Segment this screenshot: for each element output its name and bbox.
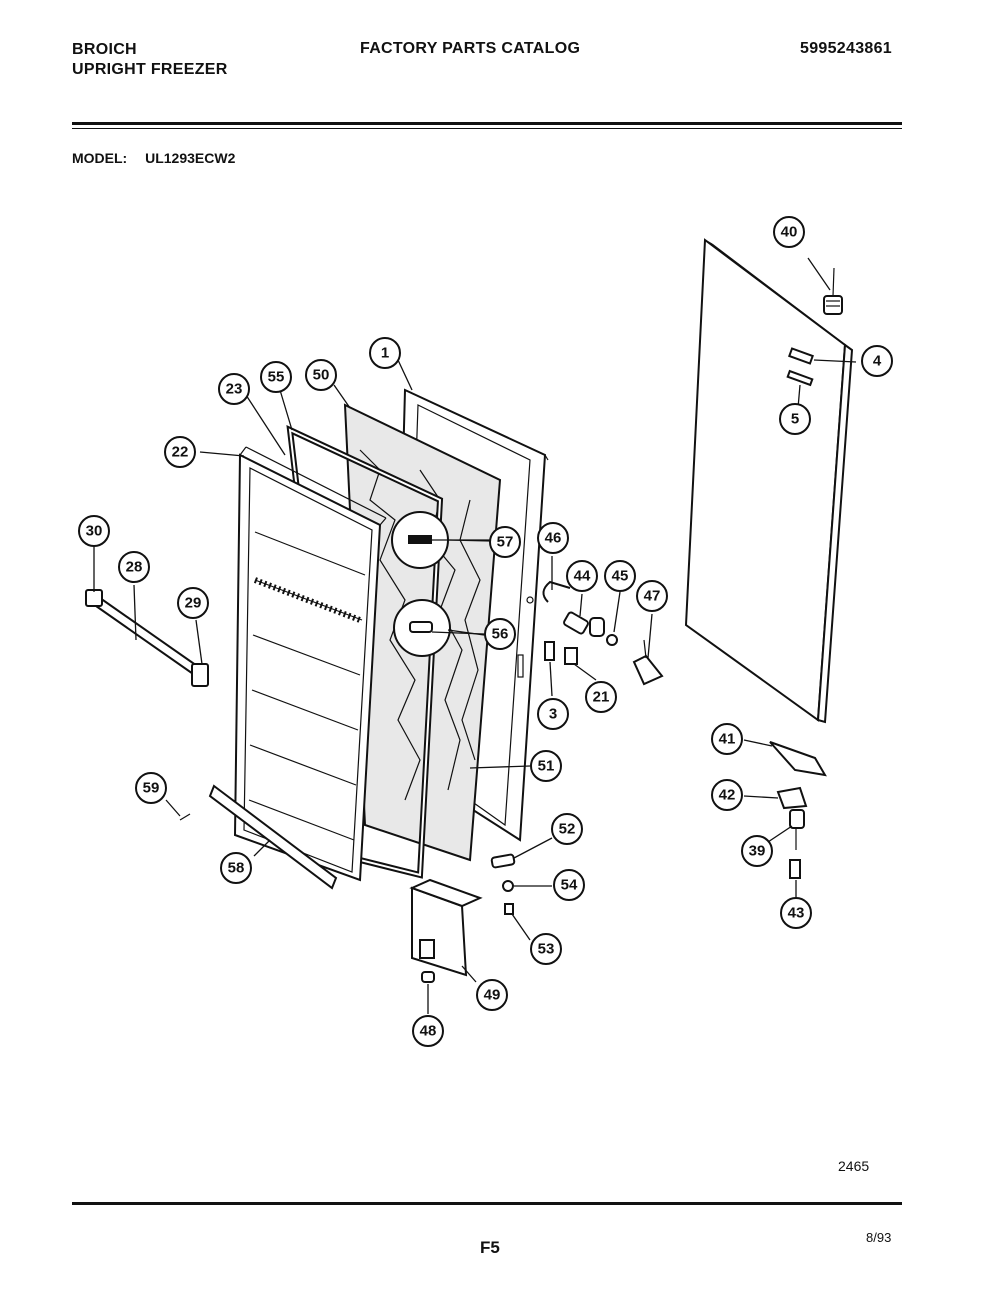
- callout-44: 44: [566, 560, 598, 592]
- callout-41: 41: [711, 723, 743, 755]
- callout-49: 49: [476, 979, 508, 1011]
- svg-text:57: 57: [497, 534, 514, 551]
- svg-text:52: 52: [559, 821, 576, 838]
- svg-text:59: 59: [143, 780, 160, 797]
- svg-text:46: 46: [545, 530, 562, 547]
- catalog-title: FACTORY PARTS CATALOG: [360, 40, 581, 57]
- callout-53: 53: [530, 933, 562, 965]
- callout-55: 55: [260, 361, 292, 393]
- svg-text:23: 23: [226, 381, 243, 398]
- callout-59: 59: [135, 772, 167, 804]
- model-label: MODEL:: [72, 150, 128, 166]
- callout-42: 42: [711, 779, 743, 811]
- svg-text:22: 22: [172, 444, 189, 461]
- callout-57: 57: [489, 526, 521, 558]
- callout-48: 48: [412, 1015, 444, 1047]
- svg-text:4: 4: [873, 353, 882, 370]
- callout-40: 40: [773, 216, 805, 248]
- svg-text:48: 48: [420, 1023, 437, 1040]
- callout-51: 51: [530, 750, 562, 782]
- page-number: F5: [480, 1238, 500, 1257]
- model-number: UL1293ECW2: [145, 150, 236, 166]
- svg-text:54: 54: [561, 877, 578, 894]
- callout-28: 28: [118, 551, 150, 583]
- header-left: BROICH UPRIGHT FREEZER: [72, 40, 228, 80]
- header-rule: [72, 122, 902, 125]
- inner-door-liner: [233, 446, 387, 882]
- svg-text:39: 39: [749, 843, 766, 860]
- svg-text:42: 42: [719, 787, 736, 804]
- callout-50: 50: [305, 359, 337, 391]
- bottom-bracket: [409, 878, 483, 983]
- kick-plate: [179, 784, 338, 890]
- product-name: UPRIGHT FREEZER: [72, 61, 228, 78]
- publication-number: 5995243861: [800, 40, 892, 57]
- svg-text:45: 45: [612, 568, 629, 585]
- callout-22: 22: [164, 436, 196, 468]
- callout-52: 52: [551, 813, 583, 845]
- callout-23: 23: [218, 373, 250, 405]
- screw-detail-lower: [393, 599, 485, 657]
- handle-hardware: [542, 580, 664, 686]
- hinge-washers: [490, 853, 516, 915]
- door-labels: [786, 347, 814, 387]
- svg-text:53: 53: [538, 941, 555, 958]
- svg-text:41: 41: [719, 731, 736, 748]
- svg-text:50: 50: [313, 367, 330, 384]
- svg-text:44: 44: [574, 568, 591, 585]
- footer-rule: [72, 1202, 902, 1205]
- small-clips: [544, 641, 578, 665]
- print-date: 8/93: [866, 1230, 892, 1245]
- svg-text:30: 30: [86, 523, 103, 540]
- top-hinge-bushing: [823, 267, 843, 315]
- svg-text:47: 47: [644, 588, 661, 605]
- callout-58: 58: [220, 852, 252, 884]
- brand-name: BROICH: [72, 41, 137, 58]
- callout-54: 54: [553, 869, 585, 901]
- callout-3: 3: [537, 698, 569, 730]
- svg-text:29: 29: [185, 595, 202, 612]
- svg-text:40: 40: [781, 224, 798, 241]
- figure-number: 2465: [838, 1158, 870, 1174]
- callout-29: 29: [177, 587, 209, 619]
- svg-text:55: 55: [268, 369, 285, 386]
- svg-text:51: 51: [538, 758, 555, 775]
- callout-46: 46: [537, 522, 569, 554]
- svg-text:58: 58: [228, 860, 245, 877]
- svg-text:49: 49: [484, 987, 501, 1004]
- svg-text:3: 3: [549, 706, 557, 723]
- callout-1: 1: [369, 337, 401, 369]
- svg-text:1: 1: [381, 345, 389, 362]
- callout-5: 5: [779, 403, 811, 435]
- leader-lines: [93, 257, 857, 1014]
- callout-4: 4: [861, 345, 893, 377]
- callout-56: 56: [484, 618, 516, 650]
- callout-45: 45: [604, 560, 636, 592]
- svg-text:28: 28: [126, 559, 143, 576]
- door-shelf-bar: [85, 589, 209, 687]
- header-rule-thin: [72, 128, 902, 129]
- callout-43: 43: [780, 897, 812, 929]
- svg-text:56: 56: [492, 626, 509, 643]
- callout-47: 47: [636, 580, 668, 612]
- callout-21: 21: [585, 681, 617, 713]
- callout-30: 30: [78, 515, 110, 547]
- svg-text:5: 5: [791, 411, 799, 428]
- bottom-hinge: [769, 741, 827, 879]
- svg-text:43: 43: [788, 905, 805, 922]
- svg-text:21: 21: [593, 689, 610, 706]
- callout-39: 39: [741, 835, 773, 867]
- model-line: MODEL: UL1293ECW2: [72, 150, 235, 166]
